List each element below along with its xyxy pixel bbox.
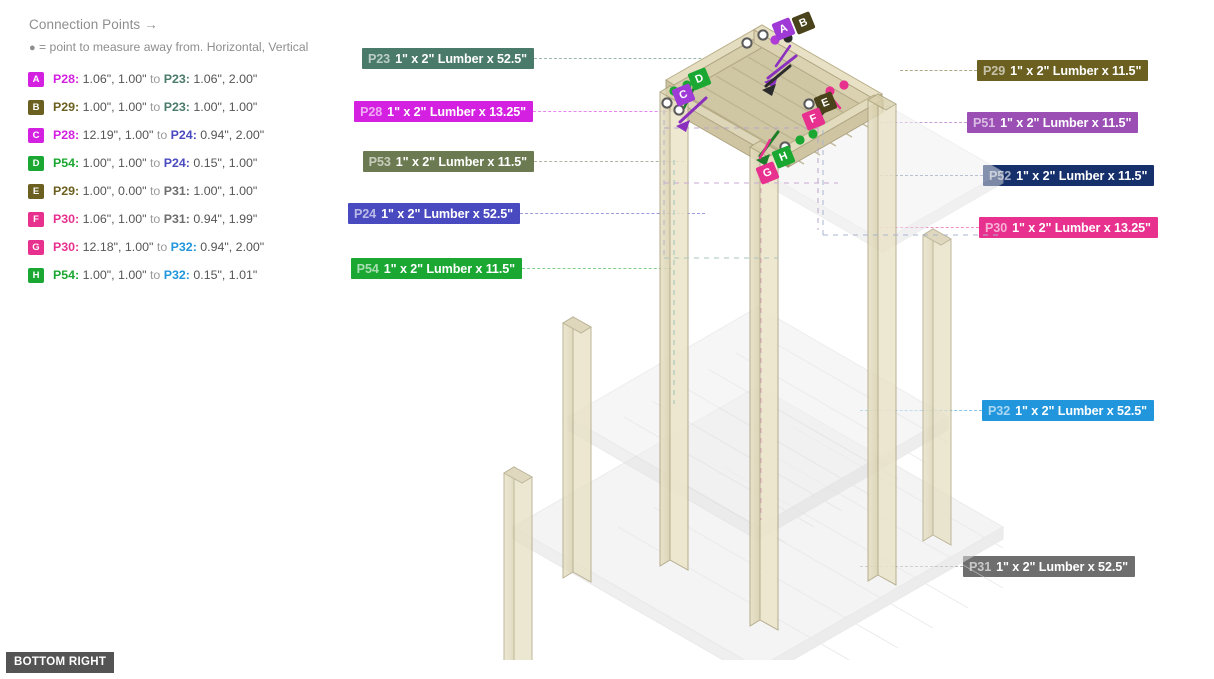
connection-point-badge: D xyxy=(28,155,44,171)
part-label-p29[interactable]: P29 1" x 2" Lumber x 11.5" xyxy=(977,60,1149,81)
connection-point-text: P28: 1.06", 1.00" to P23: 1.06", 2.00" xyxy=(53,72,258,86)
part-id: P29 xyxy=(983,63,1006,78)
part-description: 1" x 2" Lumber x 11.5" xyxy=(1016,168,1148,183)
connection-point-row: B P29: 1.00", 1.00" to P23: 1.00", 1.00" xyxy=(28,98,257,116)
connection-point-badge: C xyxy=(28,127,44,143)
leader-line xyxy=(520,213,705,214)
connection-point-text: P54: 1.00", 1.00" to P24: 0.15", 1.00" xyxy=(53,156,258,170)
part-id: P28 xyxy=(360,104,383,119)
part-id: P24 xyxy=(353,206,377,221)
legend-subtitle-text: = point to measure away from. Horizontal… xyxy=(35,40,309,54)
connection-point-badge: H xyxy=(28,267,44,283)
connection-point-text: P54: 1.00", 1.00" to P32: 0.15", 1.01" xyxy=(53,268,258,282)
connection-point-text: P29: 1.00", 0.00" to P31: 1.00", 1.00" xyxy=(53,184,258,198)
part-description: 1" x 2" Lumber x 13.25" xyxy=(1012,220,1151,235)
part-label-p23[interactable]: P23 1" x 2" Lumber x 52.5" xyxy=(361,48,534,69)
part-label-p28[interactable]: P28 1" x 2" Lumber x 13.25" xyxy=(354,101,533,122)
leader-line xyxy=(880,122,967,123)
connection-point-row: G P30: 12.18", 1.00" to P32: 0.94", 2.00" xyxy=(28,238,264,256)
connection-point-text: P29: 1.00", 1.00" to P23: 1.00", 1.00" xyxy=(53,100,258,114)
connection-point-text: P28: 12.19", 1.00" to P24: 0.94", 2.00" xyxy=(53,128,265,142)
connection-point-badge: G xyxy=(28,239,44,255)
leader-line xyxy=(880,227,979,228)
part-id: P32 xyxy=(988,403,1011,418)
connection-point-badge: E xyxy=(28,183,44,199)
connection-point-row: A P28: 1.06", 1.00" to P23: 1.06", 2.00" xyxy=(28,70,257,88)
connection-point-badge: B xyxy=(28,99,44,115)
leader-line xyxy=(534,58,756,59)
part-label-p53[interactable]: P53 1" x 2" Lumber x 11.5" xyxy=(362,151,534,172)
connection-point-badge: F xyxy=(28,211,44,227)
part-description: 1" x 2" Lumber x 52.5" xyxy=(1015,403,1148,418)
model-guide-lines xyxy=(663,100,998,520)
part-description: 1" x 2" Lumber x 52.5" xyxy=(996,559,1129,574)
connection-point-text: P30: 1.06", 1.00" to P31: 0.94", 1.99" xyxy=(53,212,258,226)
connection-point-row: F P30: 1.06", 1.00" to P31: 0.94", 1.99" xyxy=(28,210,257,228)
legend-subtitle: ● = point to measure away from. Horizont… xyxy=(29,40,308,54)
leader-line xyxy=(534,161,684,162)
part-description: 1" x 2" Lumber x 52.5" xyxy=(381,206,513,221)
part-label-p31[interactable]: P31 1" x 2" Lumber x 52.5" xyxy=(963,556,1136,577)
legend-title: Connection Points → xyxy=(29,17,158,32)
part-label-p32[interactable]: P32 1" x 2" Lumber x 52.5" xyxy=(982,400,1155,421)
connection-point-badge: A xyxy=(28,71,44,87)
part-label-p52[interactable]: P521" x 2" Lumber x 11.5" xyxy=(983,165,1155,186)
leader-line xyxy=(522,268,672,269)
part-id: P53 xyxy=(368,154,391,169)
part-description: 1" x 2" Lumber x 52.5" xyxy=(395,51,527,66)
connection-point-row: H P54: 1.00", 1.00" to P32: 0.15", 1.01" xyxy=(28,266,257,284)
connection-point-text: P30: 12.18", 1.00" to P32: 0.94", 2.00" xyxy=(53,240,265,254)
part-label-p24[interactable]: P24 1" x 2" Lumber x 52.5" xyxy=(347,203,520,224)
leader-line xyxy=(900,70,977,71)
view-orientation-badge: BOTTOM RIGHT xyxy=(6,652,115,673)
connection-point-row: C P28: 12.19", 1.00" to P24: 0.94", 2.00" xyxy=(28,126,264,144)
part-description: 1" x 2" Lumber x 11.5" xyxy=(383,261,515,276)
part-description: 1" x 2" Lumber x 13.25" xyxy=(387,104,526,119)
connection-point-row: D P54: 1.00", 1.00" to P24: 0.15", 1.00" xyxy=(28,154,257,172)
measure-point-dot-icon: ● xyxy=(29,42,36,54)
part-id: P30 xyxy=(985,220,1008,235)
connection-points-legend: Connection Points → ● = point to measure… xyxy=(0,0,330,300)
part-label-p54[interactable]: P54 1" x 2" Lumber x 11.5" xyxy=(350,258,522,279)
part-label-p51[interactable]: P51 1" x 2" Lumber x 11.5" xyxy=(967,112,1139,133)
part-description: 1" x 2" Lumber x 11.5" xyxy=(395,154,527,169)
part-description: 1" x 2" Lumber x 11.5" xyxy=(1000,115,1132,130)
corner-posts xyxy=(503,85,952,660)
part-id: P54 xyxy=(356,261,379,276)
connection-point-row: E P29: 1.00", 0.00" to P31: 1.00", 1.00" xyxy=(28,182,257,200)
part-id: P51 xyxy=(973,115,996,130)
part-id: P23 xyxy=(367,51,391,66)
part-description: 1" x 2" Lumber x 11.5" xyxy=(1010,63,1142,78)
model-svg xyxy=(503,24,1005,660)
part-label-p30[interactable]: P30 1" x 2" Lumber x 13.25" xyxy=(979,217,1158,238)
leader-line xyxy=(533,111,693,112)
part-id: P31 xyxy=(969,559,992,574)
